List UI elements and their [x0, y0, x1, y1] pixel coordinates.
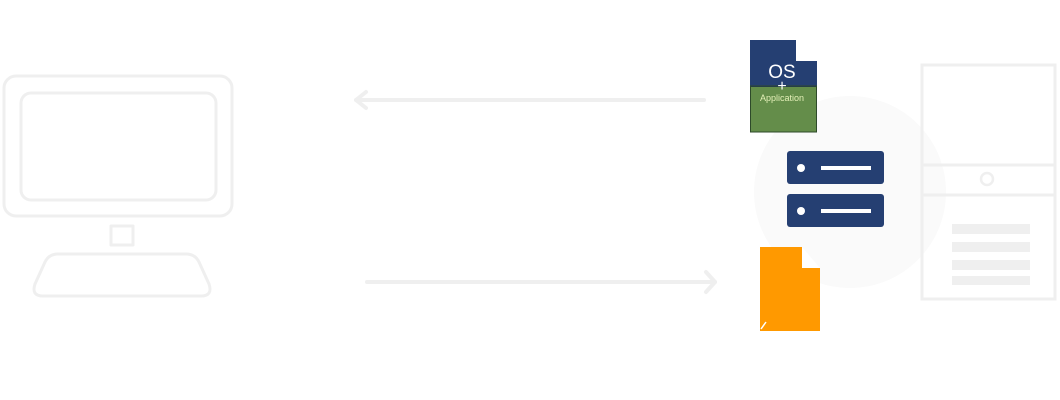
- os-file-border: [750, 85, 817, 133]
- server-unit-2-slot: [821, 209, 871, 213]
- tower-case: [920, 63, 1057, 301]
- plus-label: +: [777, 78, 786, 95]
- desktop-computer-icon: [2, 74, 234, 298]
- tower-vent-1: [952, 224, 1030, 234]
- arrow-to-server: [365, 270, 717, 294]
- background-circle: [754, 96, 946, 288]
- monitor-frame: [2, 74, 234, 218]
- data-file-fold: [802, 247, 820, 268]
- data-file-check-mark: [760, 321, 767, 330]
- tower-vent-4: [952, 276, 1030, 285]
- tower-power-button: [979, 171, 995, 187]
- server-unit-1-led: [797, 164, 805, 172]
- arrow-to-client-head: [354, 90, 368, 110]
- os-file-fold: [796, 40, 817, 61]
- os-file-top: [750, 40, 817, 86]
- arrow-to-client: [354, 90, 706, 110]
- os-label: OS: [768, 62, 795, 83]
- keyboard-base: [32, 252, 212, 298]
- arrow-to-server-head: [704, 270, 717, 294]
- monitor-stand-neck: [109, 224, 135, 247]
- server-unit-1-slot: [821, 166, 871, 170]
- monitor-screen: [19, 91, 218, 202]
- server-unit-2-led: [797, 207, 805, 215]
- tower-vent-2: [952, 242, 1030, 252]
- server-stack-icon: [787, 151, 884, 227]
- data-file-icon: [760, 247, 820, 331]
- tower-server-icon: [920, 63, 1057, 301]
- tower-vent-3: [952, 260, 1030, 270]
- os-image-file-icon: OS + Application: [750, 40, 817, 133]
- os-file-bottom: [750, 86, 817, 132]
- application-label: Application: [760, 93, 804, 103]
